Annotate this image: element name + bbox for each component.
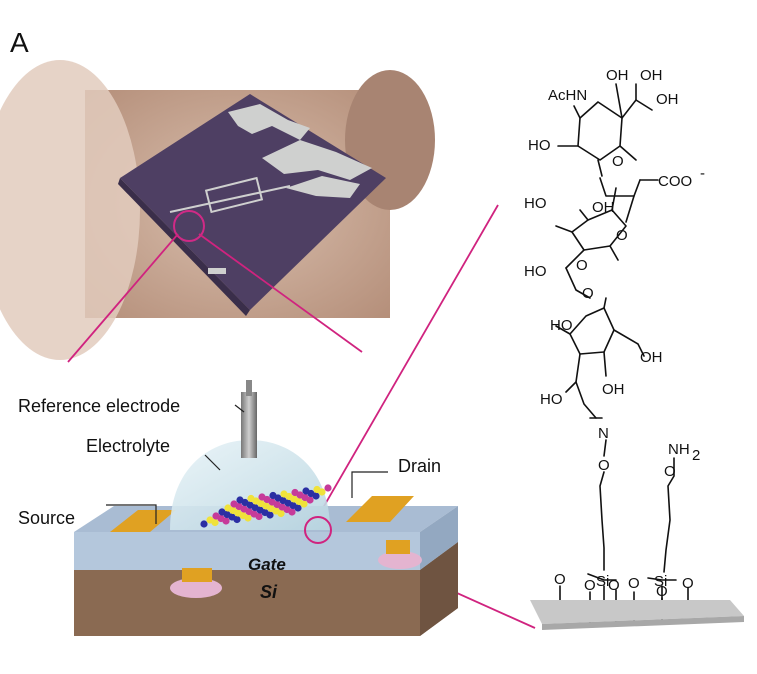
electrolyte-label: Electrolyte [86,436,170,456]
atom-n: N [598,425,609,442]
nanowire-dot [224,504,232,512]
nanowire-dot [247,494,255,503]
atom-oh-3: OH [656,91,679,108]
atom-achn: AcHN [548,87,587,104]
atom-o-ring1: O [612,153,624,170]
atom-oh-1: OH [606,67,629,84]
reference-electrode-label: Reference electrode [18,396,180,416]
atom-o-si2b: O [656,583,668,600]
source-well [170,578,222,598]
nanowire-dot [313,485,321,494]
gate-label: Gate [248,555,286,574]
atom-o-si2c: O [682,575,694,592]
atom-coo: COO [658,173,692,190]
atom-oh-6: OH [602,381,625,398]
atom-oh-5: OH [640,349,663,366]
atom-oh-4: OH [592,199,615,216]
atom-coo-charge: - [700,165,705,182]
atom-ho-4: HO [550,317,573,334]
panel-label: A [10,27,29,58]
atom-ho-3: HO [524,263,547,280]
atom-si-2: Si [654,573,667,590]
finger-left [0,60,140,360]
nanowire-array [200,484,332,528]
reference-electrode-rod [241,392,257,458]
atom-o-si1c: O [608,577,620,594]
atom-ho-2: HO [524,195,547,212]
atom-o-si1b: O [584,577,596,594]
glycan-structure: AcHN OH OH OH HO O COO - HO OH O HO O O … [524,67,705,623]
atom-o-si2a: O [628,575,640,592]
nanowire-dot [212,512,220,520]
electrode-pattern [228,104,310,140]
electrolyte-dome [170,440,330,530]
source-label: Source [18,508,75,528]
atom-nh: NH [668,441,690,458]
atom-ho-5: HO [540,391,563,408]
atom-ho-1: HO [528,137,551,154]
device-photo [0,60,435,360]
nanowire-dot [324,484,332,492]
nanowire-dot [269,491,277,500]
nanowire-dot [280,490,288,498]
device-labels: Reference electrode Electrolyte Drain So… [18,396,441,602]
atom-o-link2: O [582,285,594,302]
nanowire-dot [302,487,310,495]
source-contact [110,510,176,532]
silicon-substrate [74,542,458,636]
drain-well [378,551,422,569]
nanowire-dot [218,508,226,516]
atom-o-oxime: O [598,457,610,474]
atom-o-link1: O [616,227,628,244]
atom-o-amine: O [664,463,676,480]
silicon-label: Si [260,582,278,602]
nanowire-dot [258,493,266,501]
drain-contact [346,496,414,522]
atom-si-1: Si [596,573,609,590]
atom-oh-2: OH [640,67,663,84]
nanowire-dot [206,516,214,524]
nanowire-dot [230,500,238,508]
fet-device [74,380,458,636]
oxide-surface [530,600,744,624]
atom-nh-sub: 2 [692,447,700,464]
device-highlight-circle [304,516,332,544]
atom-o-ring2: O [576,257,588,274]
photo-highlight-circle [173,210,205,242]
drain-label: Drain [398,456,441,476]
nanowire-dot [200,520,208,528]
nanowire-dot [236,496,244,504]
nanowire-dot [291,488,299,497]
atom-o-si1a: O [554,571,566,588]
